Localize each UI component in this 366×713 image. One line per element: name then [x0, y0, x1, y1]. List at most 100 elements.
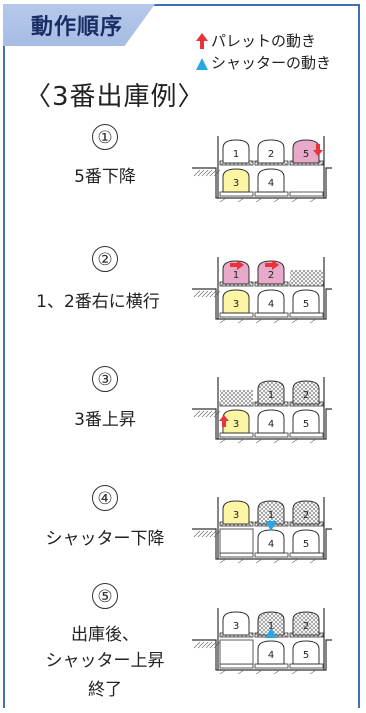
- step-3-ground-hatch-bottom-0: [219, 438, 227, 444]
- step-4-parking-svg: 3 1 2 4 5: [192, 497, 332, 564]
- step-4-ground-hatch-left-0: [193, 530, 201, 538]
- step-2-lower-car-5: 5: [292, 289, 320, 314]
- step-1-upper-car-2-label: 2: [268, 149, 274, 160]
- step-4-diagram: 3 1 2 4 5: [190, 493, 332, 564]
- step-3-number: ③: [92, 366, 118, 392]
- step-5-lower-car-4: 4: [257, 640, 285, 665]
- step-3-lower-pallet-1: [219, 432, 254, 438]
- legend-shutter-label: シャッターの動き: [211, 54, 332, 72]
- step-5-lower-pallet-2: [254, 663, 289, 669]
- step-2-lower-car-5-label: 5: [303, 299, 309, 310]
- step-2-ground-hatch-left-2: [201, 290, 209, 298]
- step-4-ground-hatch-bottom-3: [273, 558, 281, 564]
- step-3-ground-hatch-bottom-4: [291, 438, 299, 444]
- step-2-label: 1、2番右に横行: [36, 292, 160, 312]
- step-4-upper-car-1: 1: [257, 500, 285, 525]
- step-4-ground-hatch-left-5: [213, 530, 221, 538]
- step-5-upper-car-2: 2: [292, 611, 320, 636]
- step-3-ground-hatch-bottom-1: [237, 438, 245, 444]
- step-2-upper-car-1-label: 1: [233, 270, 239, 281]
- step-3-lower-car-3-label: 3: [233, 419, 239, 430]
- step-3-pit-outline: [192, 408, 332, 440]
- step-2-ground-hatch-left-1: [197, 290, 205, 298]
- step-3-ground-hatch-bottom-3: [273, 438, 281, 444]
- step-4-upper-car-3-label: 3: [233, 510, 239, 521]
- legend: パレットの動き シャッターの動き: [196, 30, 331, 74]
- legend-pallet-label: パレットの動き: [211, 32, 317, 50]
- step-5-ground-hatch-left-1: [197, 641, 205, 649]
- step-3-pallet-up-arrow: [219, 415, 229, 427]
- step-3-lower-car-4-label: 4: [268, 419, 274, 430]
- step-4-ground-hatch-left-2: [201, 530, 209, 538]
- step-2-ground-hatch-left-0: [193, 290, 201, 298]
- step-1-parking-svg: 1 2 5 3 4: [192, 136, 332, 203]
- content-frame: [3, 4, 360, 708]
- step-5-diagram: 3 1 2 4 5: [190, 604, 332, 675]
- step-2-pallet-right-arrow-2: [265, 260, 279, 270]
- step-5-lower-pallet-1: [219, 663, 254, 669]
- step-1-lower-car-4-label: 4: [268, 178, 274, 189]
- step-4-upper-car-2-label: 2: [303, 510, 309, 521]
- step-5-ground-hatch-bottom-2: [255, 669, 263, 675]
- step-5-label-line-2: シャッター上昇: [45, 651, 165, 671]
- step-5-ground-hatch-bottom-3: [273, 669, 281, 675]
- step-3-lower-car-3: 3: [222, 409, 250, 434]
- step-1-ground-hatch-left-2: [201, 169, 209, 177]
- step-2-lower-car-3: 3: [222, 289, 250, 314]
- step-1-lower-car-3: 3: [222, 168, 250, 193]
- step-1-upper-car-2: 2: [257, 139, 285, 164]
- step-5-parking-svg: 3 1 2 4 5: [192, 608, 332, 675]
- legend-pallet: パレットの動き: [196, 30, 331, 52]
- step-4-shutter-down-triangle: [265, 521, 277, 531]
- step-1-ground-hatch-bottom-2: [255, 197, 263, 203]
- step-4-ground-hatch-bottom-5: [309, 558, 317, 564]
- step-5-ground-hatch-bottom-1: [237, 669, 245, 675]
- step-3-ground-hatch-left-5: [213, 410, 221, 418]
- step-5-lower-car-4-label: 4: [268, 650, 274, 661]
- step-5-ground-hatch-bottom-0: [219, 669, 227, 675]
- step-1-label: 5番下降: [74, 167, 136, 187]
- step-3-ground-hatch-left-4: [209, 410, 217, 418]
- step-3-ground-hatch-left-3: [205, 410, 213, 418]
- step-3-ground-hatch-bottom-5: [309, 438, 317, 444]
- step-1-upper-car-5-label: 5: [303, 149, 309, 160]
- step-3-upper-car-1-label: 1: [268, 390, 274, 401]
- step-5-ground-hatch-left-2: [201, 641, 209, 649]
- step-2-ground-hatch-bottom-5: [309, 318, 317, 324]
- step-2-lower-pallet-2: [254, 312, 289, 318]
- step-5-upper-car-3: 3: [222, 611, 250, 636]
- step-1-ground-hatch-left-5: [213, 169, 221, 177]
- step-5-number: ⑤: [92, 583, 118, 609]
- step-4-lower-car-5: 5: [292, 529, 320, 554]
- step-4-lower-car-4: 4: [257, 529, 285, 554]
- step-1-lower-pallet-1: [219, 191, 254, 197]
- step-4-ground-hatch-bottom-1: [237, 558, 245, 564]
- step-4-upper-car-3: 3: [222, 500, 250, 525]
- step-1-ground-hatch-bottom-1: [237, 197, 245, 203]
- step-4-ground-hatch-left-1: [197, 530, 205, 538]
- step-4-ground-hatch-bottom-2: [255, 558, 263, 564]
- step-4-ground-hatch-bottom-0: [219, 558, 227, 564]
- step-5-ground-hatch-left-3: [205, 641, 213, 649]
- step-3-upper-car-2-label: 2: [303, 390, 309, 401]
- step-1-pallet-down-arrow: [313, 144, 323, 156]
- step-5-upper-car-1-label: 1: [268, 621, 274, 632]
- step-2-upper-car-1: 1: [222, 260, 250, 285]
- step-2-lower-car-4-label: 4: [268, 299, 274, 310]
- step-3-ground-hatch-bottom-2: [255, 438, 263, 444]
- step-1-upper-car-1-label: 1: [233, 149, 239, 160]
- step-4-lower-car-5-label: 5: [303, 539, 309, 550]
- step-3-lower-pallet-3: [289, 432, 324, 438]
- step-5-ground-hatch-bottom-5: [309, 669, 317, 675]
- step-1-lower-car-3-label: 3: [233, 178, 239, 189]
- step-2-lower-car-4: 4: [257, 289, 285, 314]
- step-1-lower-pallet-2: [254, 191, 289, 197]
- step-4-label: シャッター下降: [45, 529, 165, 549]
- step-1-lower-pallet-3: [289, 191, 324, 197]
- step-3-ground-hatch-left-0: [193, 410, 201, 418]
- step-5-lower-car-5: 5: [292, 640, 320, 665]
- step-1-ground-hatch-left-1: [197, 169, 205, 177]
- step-2-ground-hatch-bottom-0: [219, 318, 227, 324]
